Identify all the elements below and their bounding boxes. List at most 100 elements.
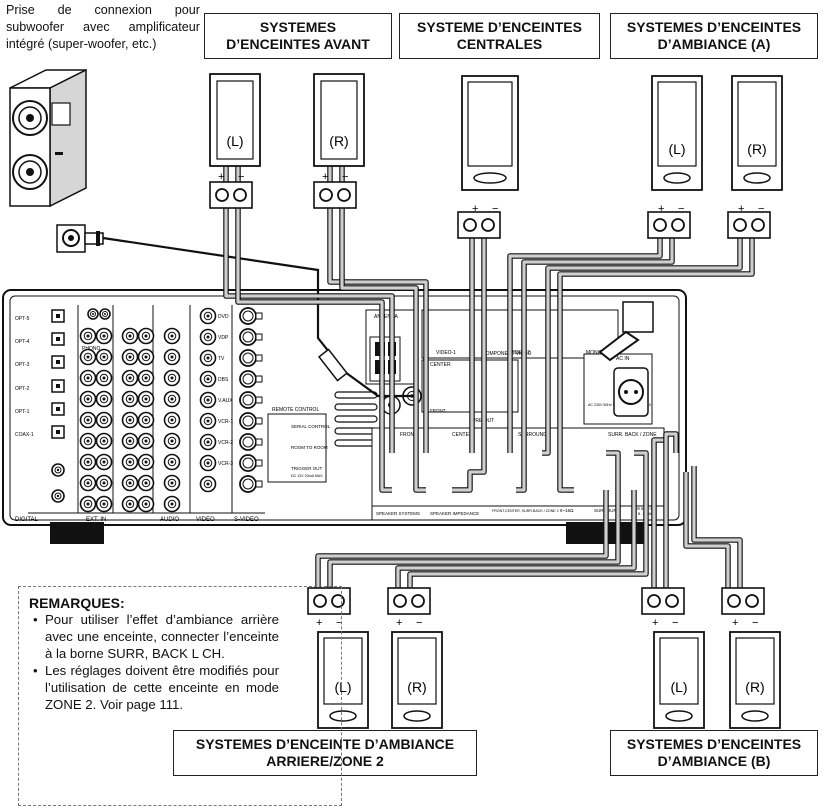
audio-input-jack (163, 432, 181, 450)
s-video-jack (239, 475, 263, 493)
surround-back-left-speaker: (L) (317, 631, 369, 729)
audio-input-jack (79, 474, 97, 492)
audio-input-jack (79, 390, 97, 408)
video-input-jack (199, 349, 217, 367)
channel-label: (L) (670, 679, 687, 695)
plus-sign: + (322, 171, 328, 183)
channel-label: (R) (745, 679, 764, 695)
audio-input-jack (121, 348, 139, 366)
ohm-label: 6~16Ω (560, 508, 574, 513)
remark-item: Pour utiliser l’effet d’ambiance arrière… (33, 611, 279, 662)
minus-sign: − (672, 617, 678, 629)
optical-input-jack (51, 309, 65, 323)
audio-input-jack (137, 432, 155, 450)
optical-input-jack (51, 379, 65, 393)
audio-input-jack (163, 474, 181, 492)
s-video-jack (239, 370, 263, 388)
minus-sign: − (342, 171, 348, 183)
audio-input-jack (121, 327, 139, 345)
audio-input-jack (95, 369, 113, 387)
surround-back-zone2-title: SYSTEMES D’ENCEINTE D’AMBIANCE ARRIERE/Z… (173, 730, 477, 776)
opt-label: OPT-4 (15, 339, 30, 345)
speaker-terminal (647, 211, 691, 239)
video-input-jack (199, 475, 217, 493)
speaker-wires (102, 150, 755, 590)
s-video-jack (239, 391, 263, 409)
panel-jacks: OPT-5OPT-4OPT-3OPT-2OPT-1COAX-1DVDVDPTVD… (15, 307, 644, 513)
ac-in-label: AC IN (616, 356, 630, 362)
coax-input-jack (51, 489, 65, 503)
audio-input-jack (79, 327, 97, 345)
plus-sign: + (658, 203, 664, 215)
s-video-jack (239, 349, 263, 367)
audio-input-jack (121, 495, 139, 513)
component-video-label: COMPONENT VIDEO (482, 351, 531, 357)
audio-input-jack (137, 474, 155, 492)
front-left-speaker: (L) (209, 73, 261, 167)
audio-input-jack (95, 411, 113, 429)
speaker-terminal (721, 587, 765, 615)
minus-sign: − (336, 617, 342, 629)
surround-b-right-speaker: (R) (729, 631, 781, 729)
audio-input-jack (163, 495, 181, 513)
remarks-box: REMARQUES: Pour utiliser l’effet d’ambia… (18, 586, 342, 806)
audio-input-jack (79, 369, 97, 387)
minus-sign: − (416, 617, 422, 629)
audio-input-jack (79, 453, 97, 471)
front-center-sb-label: FRONT,CENTER, SURR.BACK / ZONE 2 (492, 509, 559, 513)
video-input-label: DBS (218, 377, 229, 383)
ext-in-label: EXT. IN (86, 517, 106, 523)
front-right-speaker: (R) (313, 73, 365, 167)
audio-input-jack (137, 327, 155, 345)
surround-terminal-label: SURROUND (518, 432, 547, 438)
audio-input-jack (121, 411, 139, 429)
audio-input-jack (163, 453, 181, 471)
digital-label: DIGITAL (15, 517, 39, 523)
plus-sign: + (396, 617, 402, 629)
opt-label: OPT-1 (15, 409, 30, 415)
video-input-jack (199, 307, 217, 325)
ac-in-block: AC IN AC 230V 50Hz SWITCHED 200W MAX. (583, 301, 654, 425)
speaker-terminal (307, 587, 351, 615)
phono-label: PHONO (82, 346, 100, 352)
video-label: VIDEO (196, 517, 215, 523)
plus-sign: + (652, 617, 658, 629)
surround-a-title: SYSTEMES D’ENCEINTES D’AMBIANCE (A) (610, 13, 818, 59)
audio-input-jack (95, 348, 113, 366)
rca-jack (87, 308, 99, 320)
audio-input-jack (95, 495, 113, 513)
remark-item: Les réglages doivent être modifiés pour … (33, 662, 279, 713)
surround-b-left-speaker: (L) (653, 631, 705, 729)
audio-input-jack (163, 369, 181, 387)
trigger-out-label: TRIGGER OUT (291, 466, 323, 471)
room-to-room-label: ROOM TO ROOM (291, 445, 328, 450)
opt-label: OPT-5 (15, 316, 30, 322)
audio-input-jack (79, 348, 97, 366)
video-input-jack (199, 433, 217, 451)
surround-b-title: SYSTEMES D’ENCEINTES D’AMBIANCE (B) (610, 730, 818, 776)
audio-input-jack (79, 411, 97, 429)
antenna-label: ANTENNA (374, 314, 399, 320)
video-input-label: VDP (218, 335, 229, 341)
audio-input-jack (79, 432, 97, 450)
audio-label: AUDIO (160, 517, 179, 523)
video-input-label: VCR-3 (218, 461, 233, 467)
remote-control-block: REMOTE CONTROL SERIAL CONTROL ROOM TO RO… (267, 407, 331, 483)
opt-label: OPT-2 (15, 386, 30, 392)
speaker-terminal (457, 211, 501, 239)
remarks-heading: REMARQUES: (29, 595, 125, 611)
speaker-terminal (209, 181, 253, 209)
subwoofer (9, 68, 87, 208)
monitor-label: MONITOR (586, 350, 610, 356)
s-video-jack (239, 454, 263, 472)
surr-back-terminal-label: SURR. BACK / ZONE (608, 432, 657, 438)
audio-input-jack (137, 411, 155, 429)
minus-sign: − (238, 171, 244, 183)
channel-label: (R) (407, 679, 426, 695)
s-video-label: S-VIDEO (234, 517, 259, 523)
speaker-impedance-label: SPEAKER IMPEDANCE (430, 511, 479, 516)
video-input-jack (199, 328, 217, 346)
front-speakers-title: SYSTEMES D’ENCEINTES AVANT (204, 13, 392, 59)
video-input-jack (199, 412, 217, 430)
opt-label: COAX-1 (15, 432, 34, 438)
